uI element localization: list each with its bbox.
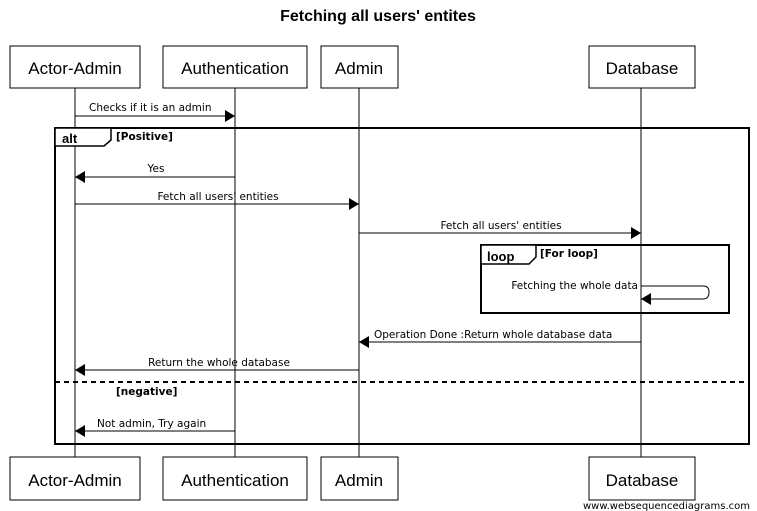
- message-self-fetching: Fetching the whole data: [511, 280, 710, 305]
- participant-database-top: Database: [588, 45, 696, 89]
- message-label: Operation Done :Return whole database da…: [374, 329, 612, 341]
- participant-actor-admin-bottom: Actor-Admin: [9, 456, 141, 501]
- participant-label: Database: [606, 471, 679, 490]
- alt-frame-tag: alt: [62, 131, 78, 146]
- participant-label: Actor-Admin: [28, 471, 122, 490]
- watermark: www.websequencediagrams.com: [583, 501, 750, 511]
- message-not-admin: Not admin, Try again: [75, 418, 235, 437]
- message-checks-admin: Checks if it is an admin: [75, 102, 235, 122]
- loop-frame: loop [For loop]: [480, 244, 730, 314]
- participant-label: Authentication: [181, 59, 289, 78]
- loop-guard: [For loop]: [540, 248, 598, 260]
- message-fetch-to-admin: Fetch all users' entities: [75, 191, 359, 210]
- diagram-title: Fetching all users' entites: [280, 8, 476, 25]
- message-operation-done: Operation Done :Return whole database da…: [359, 329, 641, 348]
- alt-guard-negative: [negative]: [116, 386, 177, 398]
- loop-frame-tag: loop: [487, 249, 514, 264]
- alt-guard-positive: [Positive]: [116, 131, 173, 143]
- participant-label: Database: [606, 59, 679, 78]
- message-label: Return the whole database: [148, 357, 290, 369]
- message-label: Fetch all users' entities: [157, 191, 278, 203]
- message-yes: Yes: [75, 163, 235, 183]
- participant-label: Actor-Admin: [28, 59, 122, 78]
- participant-admin-top: Admin: [320, 45, 399, 89]
- participant-authentication-bottom: Authentication: [162, 456, 308, 501]
- message-label: Checks if it is an admin: [89, 102, 211, 114]
- participant-actor-admin-top: Actor-Admin: [9, 45, 141, 89]
- participant-label: Authentication: [181, 471, 289, 490]
- message-label: Not admin, Try again: [97, 418, 206, 430]
- participant-admin-bottom: Admin: [320, 456, 399, 501]
- participant-authentication-top: Authentication: [162, 45, 308, 89]
- participant-label: Admin: [335, 59, 383, 78]
- alt-frame: alt [Positive] [negative]: [54, 127, 750, 445]
- message-return-database: Return the whole database: [75, 357, 359, 376]
- message-fetch-to-database: Fetch all users' entities: [359, 220, 641, 239]
- participant-database-bottom: Database: [588, 456, 696, 501]
- message-label: Yes: [147, 163, 165, 175]
- participant-label: Admin: [335, 471, 383, 490]
- message-label: Fetch all users' entities: [440, 220, 561, 232]
- message-label: Fetching the whole data: [511, 280, 638, 292]
